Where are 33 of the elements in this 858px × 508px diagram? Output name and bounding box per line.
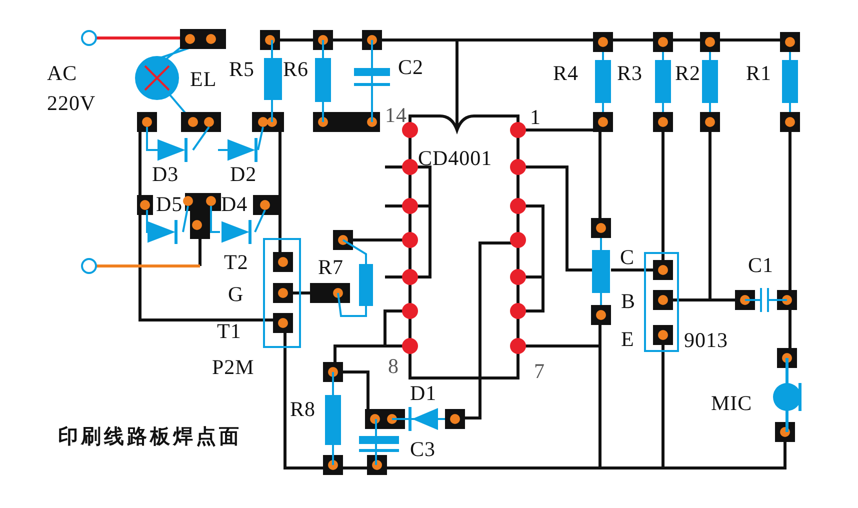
component-label: CD4001 — [418, 147, 492, 170]
component-label: C1 — [748, 254, 774, 276]
component-label: R4 — [553, 62, 579, 84]
component-label: R8 — [290, 398, 316, 420]
component-label: D4 — [221, 193, 248, 216]
component-label: D1 — [410, 382, 437, 404]
component-label: R7 — [318, 256, 344, 278]
component-label: EL — [190, 68, 217, 90]
component-label: B — [621, 290, 636, 312]
component-label: R5 — [229, 58, 255, 80]
component-label: D2 — [230, 163, 257, 186]
component-label: AC 220V — [47, 60, 97, 117]
component-label: P2M — [212, 356, 254, 378]
component-label: 8 — [388, 355, 399, 378]
component-label: C3 — [410, 438, 436, 460]
component-label: 1 — [530, 106, 541, 128]
component-label: G — [228, 283, 244, 306]
caption-text: 印刷线路板焊点面 — [58, 427, 242, 448]
component-label: T1 — [217, 320, 242, 342]
component-label: D5 — [156, 193, 183, 216]
component-label: 14 — [385, 104, 407, 126]
component-label: 7 — [534, 360, 545, 382]
component-label: D3 — [152, 163, 179, 186]
component-label: T2 — [224, 251, 248, 274]
component-label: 9013 — [684, 329, 728, 352]
component-label: C2 — [398, 56, 424, 78]
component-label: R1 — [746, 62, 772, 84]
component-label: R6 — [283, 58, 309, 80]
component-label: E — [621, 328, 634, 350]
component-label: C — [620, 246, 635, 268]
component-label: R3 — [617, 62, 643, 84]
component-label: MIC — [711, 392, 752, 414]
component-label: R2 — [675, 62, 701, 84]
